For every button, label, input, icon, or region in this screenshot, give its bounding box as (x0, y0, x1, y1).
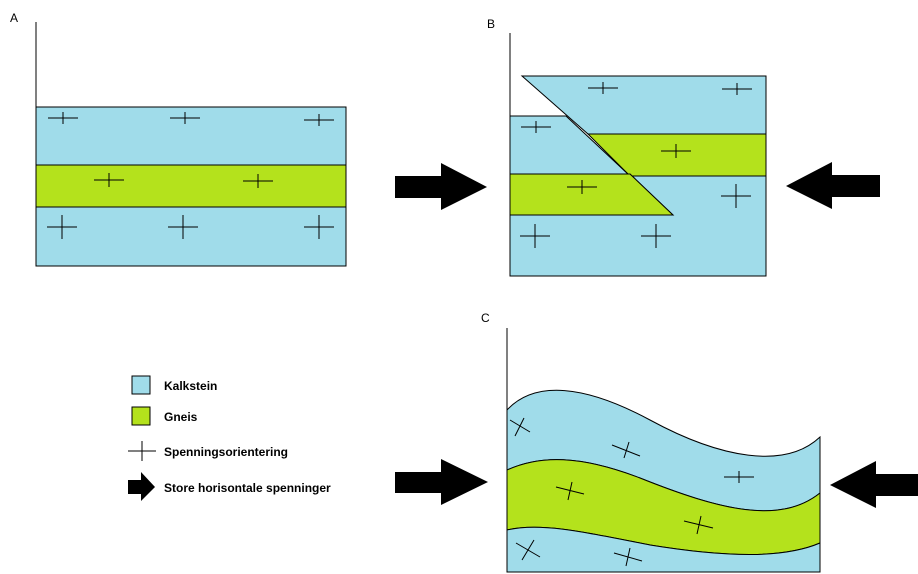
legend-label: Kalkstein (164, 379, 217, 393)
stress-cross-icon (47, 215, 77, 239)
stress-cross-icon (243, 174, 273, 188)
legend-label: Gneis (164, 410, 198, 424)
legend: Kalkstein Gneis Spenningsorientering Sto… (128, 375, 331, 501)
panel-c-limestone-bottom (506, 526, 821, 573)
panel-b-footwall-gneiss (509, 173, 675, 216)
stress-cross-icon (555, 481, 585, 501)
panel-a-limestone-top (35, 106, 347, 166)
limestone-swatch-icon (131, 375, 151, 395)
stress-cross-icon (520, 224, 550, 248)
arrow-right-icon (395, 459, 488, 505)
arrow-left-icon (786, 162, 880, 209)
legend-item-stress-orientation: Spenningsorientering (128, 441, 288, 461)
stress-cross-icon (613, 547, 643, 567)
legend-item-limestone: Kalkstein (131, 375, 217, 395)
gneiss-swatch-icon (131, 406, 151, 426)
legend-label: Store horisontale spenninger (164, 481, 331, 495)
stress-cross-icon (567, 180, 597, 194)
stress-cross-icon (170, 112, 200, 124)
panel-a-gneiss (35, 164, 347, 208)
panel-c: C (481, 311, 821, 573)
arrow-right-icon (395, 163, 487, 210)
arrow-left-icon (830, 461, 918, 508)
stress-cross-icon (509, 417, 531, 437)
stress-cross-icon (48, 112, 78, 124)
stress-cross-icon (304, 114, 334, 126)
panel-b: B (487, 17, 767, 277)
panel-b-label: B (487, 17, 495, 31)
stress-cross-icon (304, 215, 334, 239)
panel-b-stress-crosses (520, 82, 752, 248)
stress-cross-icon (168, 215, 198, 239)
panel-a: A (10, 11, 347, 267)
stress-cross-icon (661, 144, 691, 158)
stress-cross-icon (588, 82, 618, 94)
legend-item-gneiss: Gneis (131, 406, 198, 426)
panel-c-stress-crosses (509, 417, 754, 567)
panel-c-label: C (481, 311, 490, 325)
stress-cross-icon (721, 184, 751, 208)
panel-a-stress-crosses (47, 112, 334, 239)
arrow-right-icon (128, 472, 155, 501)
stress-cross-icon (722, 83, 752, 95)
panel-a-limestone-bottom (35, 206, 347, 267)
stress-cross-icon (683, 515, 714, 535)
stress-cross-icon (521, 121, 551, 133)
legend-item-horizontal-stress: Store horisontale spenninger (128, 472, 331, 501)
stress-cross-icon (611, 441, 641, 459)
stress-cross-icon (724, 471, 754, 483)
stress-cross-icon (128, 441, 156, 461)
legend-label: Spenningsorientering (164, 445, 288, 459)
stress-cross-icon (641, 224, 671, 248)
stress-cross-icon (515, 539, 541, 561)
panel-a-label: A (10, 11, 18, 25)
stress-cross-icon (94, 173, 124, 187)
